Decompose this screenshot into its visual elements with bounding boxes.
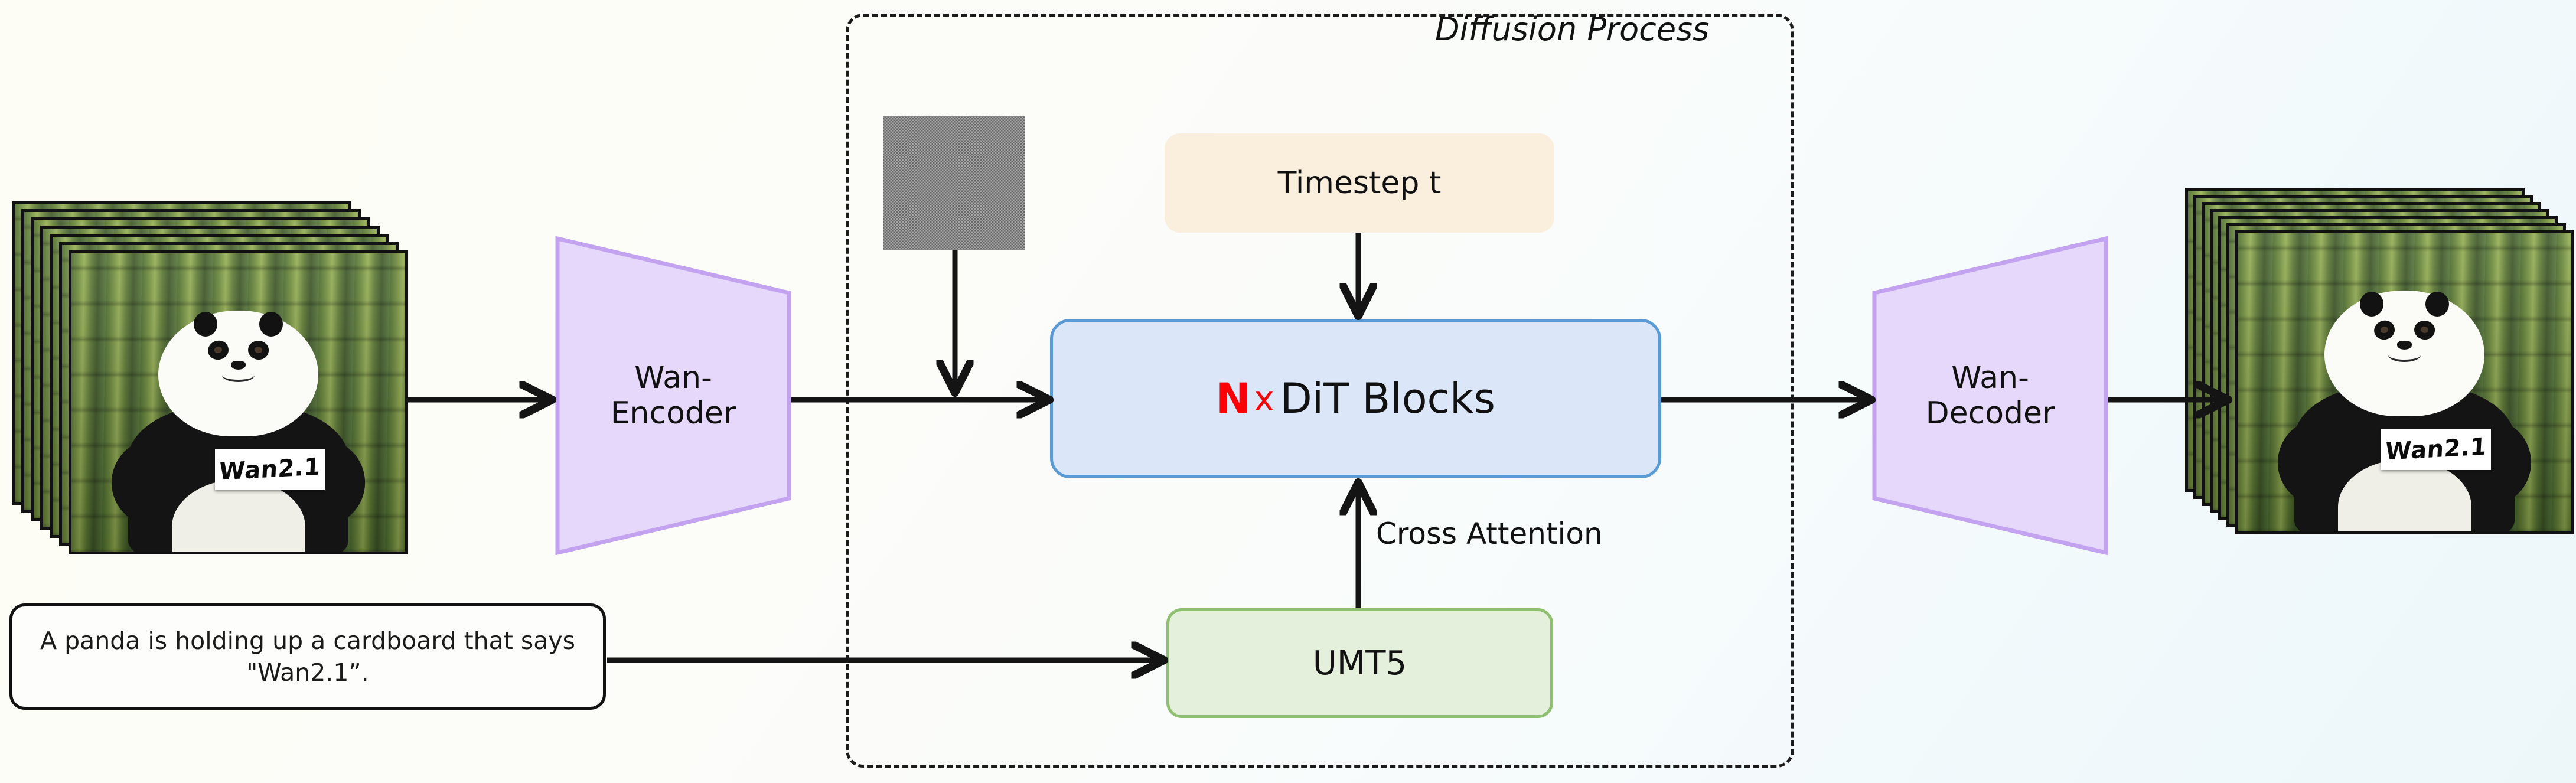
cross-attention-label: Cross Attention [1376,517,1603,551]
input-frame-front: Wan2.1 [69,250,408,554]
output-video-frames: Wan2.1 [2185,188,2575,578]
trapezoid-shape [555,236,791,555]
cardboard-sign: Wan2.1 [214,449,325,490]
diffusion-process-region [846,14,1794,768]
cardboard-sign-text: Wan2.1 [219,453,322,486]
dit-blocks-label: DiT Blocks [1280,374,1496,423]
output-frame-front: Wan2.1 [2235,230,2574,534]
cardboard-sign-text: Wan2.1 [2385,433,2488,466]
panda-illustration: Wan2.1 [2238,275,2571,531]
diffusion-process-label: Diffusion Process [1435,11,1710,48]
umt5-label: UMT5 [1312,644,1407,683]
panda-illustration: Wan2.1 [71,295,405,552]
timestep-node[interactable]: Timestep t [1165,133,1554,233]
dit-blocks-node[interactable]: N x DiT Blocks [1050,319,1661,478]
prompt-textbox[interactable]: A panda is holding up a cardboard that s… [9,603,606,710]
wan-encoder-node[interactable]: Wan- Encoder [555,236,791,555]
umt5-text-encoder-node[interactable]: UMT5 [1166,608,1553,718]
dit-repeat-count: N [1215,374,1251,423]
input-video-frames: Wan2.1 [12,201,425,579]
wan-decoder-node[interactable]: Wan- Decoder [1872,236,2108,555]
dit-multiply-symbol: x [1254,379,1274,419]
timestep-label: Timestep t [1277,165,1442,201]
cardboard-sign: Wan2.1 [2381,429,2492,470]
trapezoid-shape [1872,236,2108,555]
noise-latent-patch [883,116,1025,250]
